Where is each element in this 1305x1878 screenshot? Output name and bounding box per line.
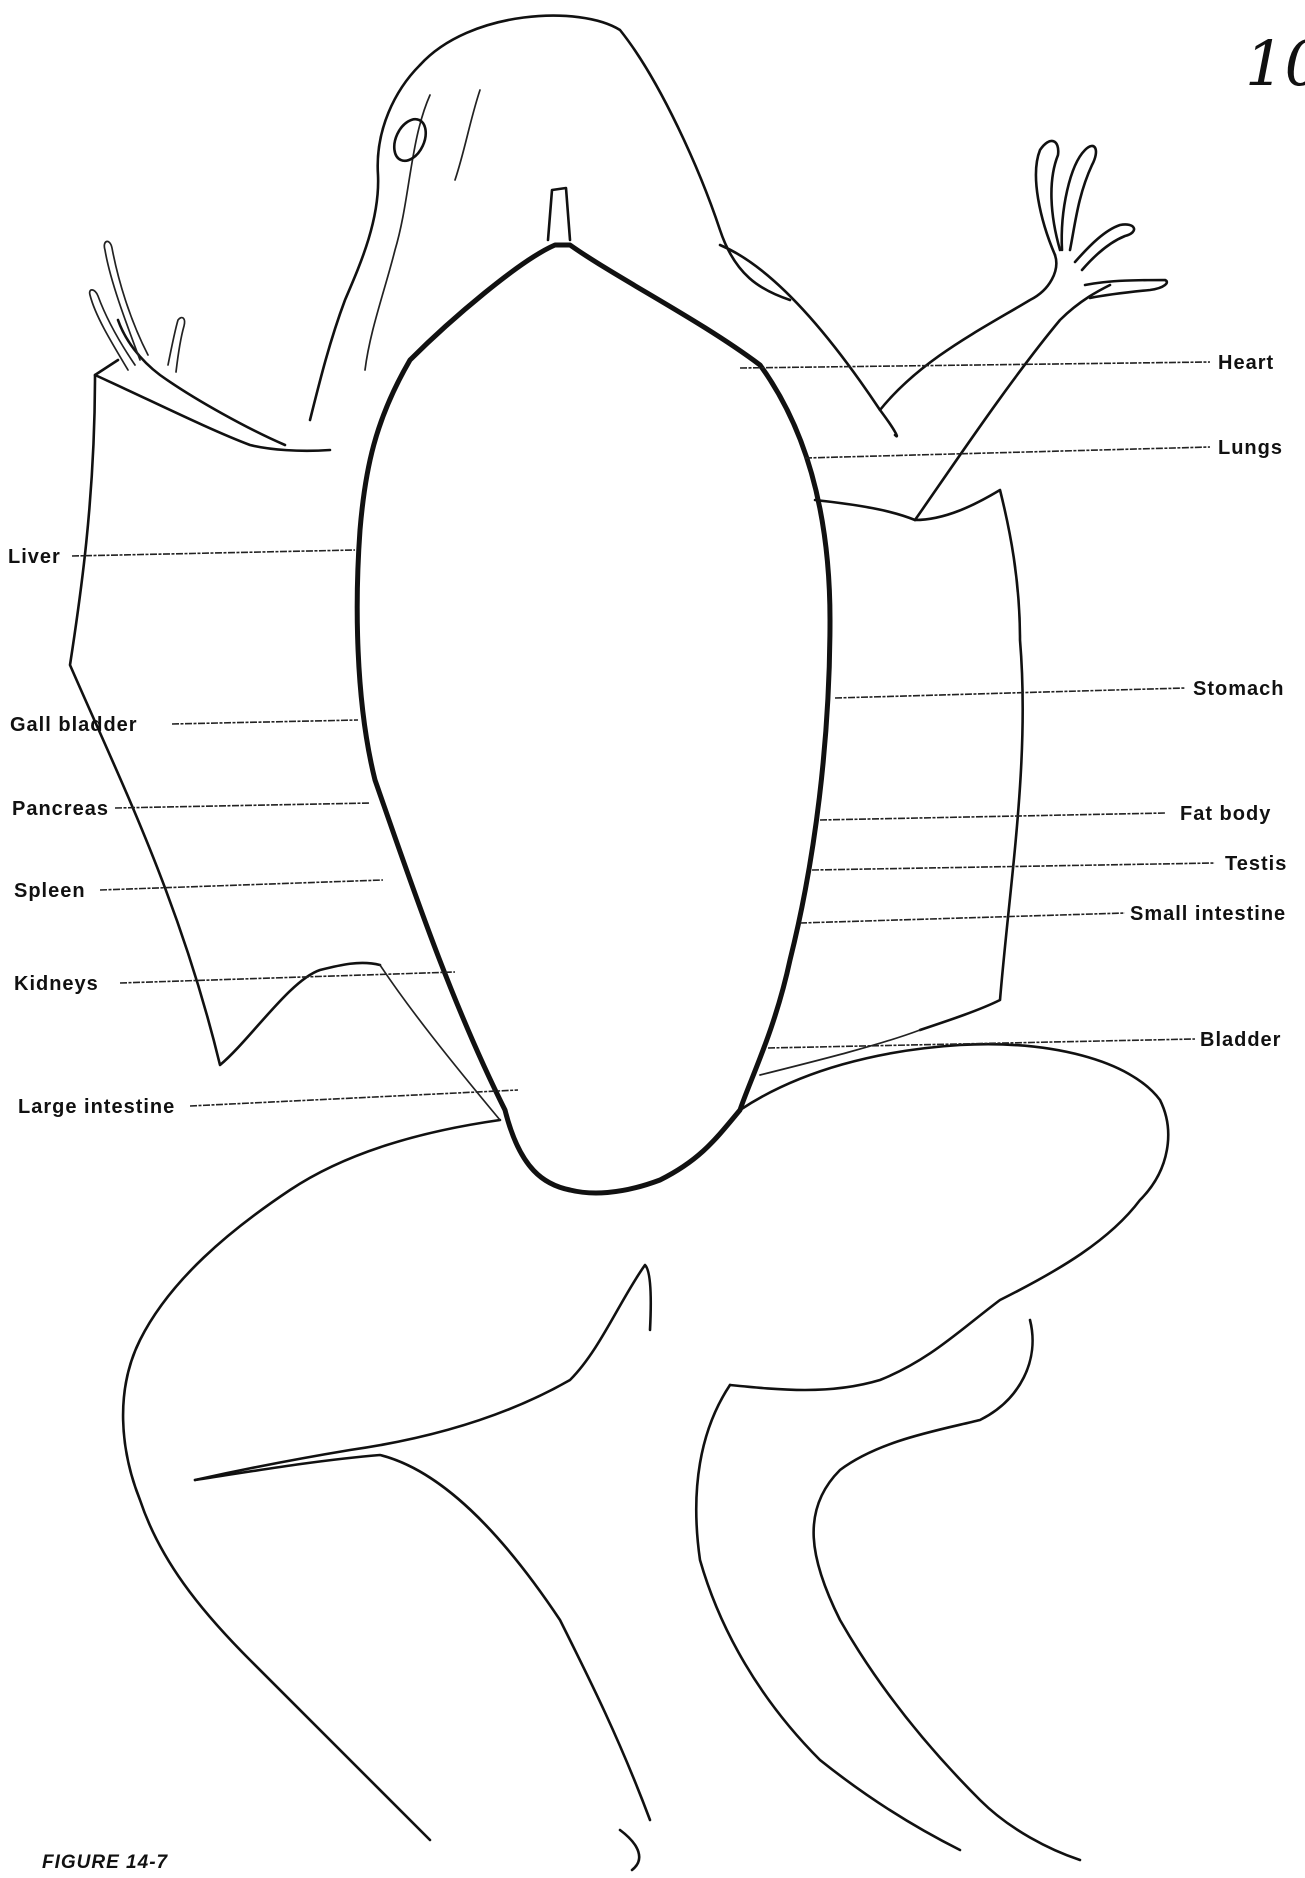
frog-right-finger-4 (1085, 280, 1167, 298)
frog-outline (70, 16, 1168, 1870)
frog-tongue (548, 188, 570, 240)
frog-right-thigh (730, 1044, 1168, 1390)
leader-spleen (100, 880, 383, 890)
frog-left-finger-3 (168, 318, 185, 372)
frog-head (420, 16, 790, 300)
label-lungs: Lungs (1218, 437, 1283, 459)
page-number: 10 (1245, 27, 1305, 100)
frog-right-finger-3 (1075, 224, 1134, 270)
label-pancreas: Pancreas (12, 798, 109, 820)
organ-labels: Heart Lungs Liver Stomach Gall bladder F… (8, 352, 1287, 1118)
frog-eye (388, 114, 432, 166)
frog-right-shin (696, 1385, 960, 1850)
label-stomach: Stomach (1193, 678, 1284, 700)
label-kidneys: Kidneys (14, 973, 99, 995)
label-gall-bladder: Gall bladder (10, 714, 138, 736)
leader-kidneys (120, 972, 455, 983)
frog-right-arm-lower (915, 285, 1110, 520)
frog-left-flap-top (95, 375, 330, 451)
leader-lungs (805, 447, 1210, 458)
frog-right-arm (880, 255, 1056, 410)
leader-heart (740, 362, 1210, 368)
figure-caption: FIGURE 14-7 (42, 1852, 169, 1873)
leader-gall-bladder (172, 720, 358, 724)
leader-bladder (768, 1039, 1195, 1048)
label-liver: Liver (8, 546, 61, 568)
label-spleen: Spleen (14, 880, 86, 902)
frog-right-knee (814, 1320, 1080, 1860)
leader-small-intestine (800, 913, 1125, 923)
frog-left-thigh-inner (195, 1265, 651, 1480)
label-small-intestine: Small intestine (1130, 903, 1286, 925)
frog-left-thigh (123, 1120, 500, 1840)
frog-throat-line (455, 90, 480, 180)
frog-right-finger-1 (1036, 141, 1060, 255)
leader-lines (72, 362, 1215, 1106)
label-bladder: Bladder (1200, 1029, 1281, 1051)
frog-right-finger-2 (1062, 146, 1096, 250)
frog-left-skin-flap (70, 360, 380, 1065)
leader-liver (72, 550, 355, 556)
label-fat-body: Fat body (1180, 803, 1271, 825)
label-heart: Heart (1218, 352, 1274, 374)
body-cavity-outline (357, 245, 830, 1193)
leader-pancreas (115, 803, 370, 808)
frog-left-arm (118, 320, 285, 445)
label-testis: Testis (1225, 853, 1287, 875)
leader-large-intestine (190, 1090, 518, 1106)
frog-left-foot (620, 1830, 639, 1870)
frog-right-skin-flap (815, 490, 1023, 1030)
frog-groin-left (380, 965, 500, 1120)
label-large-intestine: Large intestine (18, 1096, 175, 1118)
frog-left-knee (195, 1455, 650, 1820)
leader-fat-body (820, 813, 1165, 820)
leader-stomach (835, 688, 1185, 698)
